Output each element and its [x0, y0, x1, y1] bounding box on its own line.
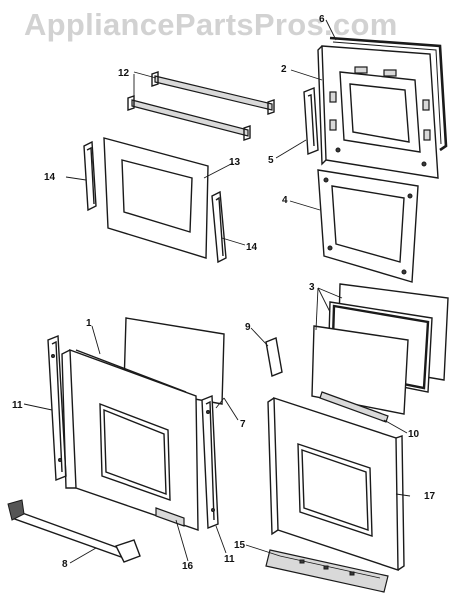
- callout-11-left: 11: [12, 400, 23, 411]
- part-12-rails: [127, 71, 275, 141]
- callout-14-right: 14: [246, 242, 258, 253]
- part-4-window-frame: [317, 169, 419, 283]
- part-8-handle: [7, 499, 141, 563]
- callout-13: 13: [229, 157, 241, 168]
- part-17-outer-door: [267, 397, 405, 571]
- callout-11-right: 11: [224, 554, 235, 565]
- callout-7: 7: [240, 419, 246, 430]
- callout-15: 15: [234, 540, 246, 551]
- leader-lines: [23, 19, 411, 564]
- callout-3: 3: [309, 282, 315, 293]
- part-1-outer-door: [61, 348, 199, 531]
- callout-1: 1: [86, 318, 92, 329]
- watermark: AppliancePartsPros.com: [24, 7, 398, 42]
- part-11-right-trim: [201, 394, 219, 530]
- part-14-right-trim: [211, 190, 227, 264]
- part-9-bracket: [265, 337, 283, 377]
- callout-9: 9: [245, 322, 251, 333]
- callout-17: 17: [424, 491, 436, 502]
- part-6-gasket: [329, 36, 448, 152]
- part-5-bracket: [303, 86, 319, 156]
- part-2-inner-panel: [317, 45, 439, 179]
- part-3-glass-pack: [311, 283, 449, 415]
- callout-14-left: 14: [44, 172, 56, 183]
- part-10-strip: [319, 391, 389, 423]
- callout-4: 4: [282, 195, 288, 206]
- callout-5: 5: [268, 155, 274, 166]
- part-15-vent-trim: [265, 549, 389, 593]
- part-14-left-trim: [83, 140, 97, 212]
- callout-10: 10: [408, 429, 420, 440]
- callout-6: 6: [319, 14, 325, 25]
- callout-2: 2: [281, 64, 287, 75]
- callout-16: 16: [182, 561, 194, 572]
- part-13-glass-panel: [103, 137, 209, 259]
- callout-labels: 1 2 3 4 5 6 7 8 9 10 11 11 12 13 14 14 1…: [12, 14, 436, 572]
- callout-12: 12: [118, 68, 130, 79]
- callout-8: 8: [62, 559, 68, 570]
